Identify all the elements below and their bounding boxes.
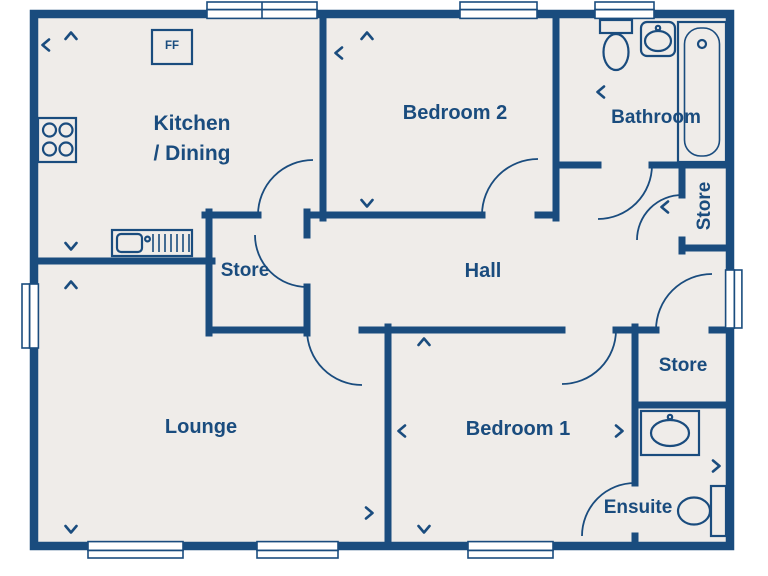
door-swing-arc <box>254 234 308 288</box>
chevron-up-icon <box>64 31 78 41</box>
fridge-freezer-label: FF <box>164 40 180 52</box>
chevron-up-icon <box>417 337 431 347</box>
room-label-bedroom-2: Bedroom 2 <box>402 102 508 124</box>
chevron-right-icon <box>364 506 374 520</box>
door-swing-arc <box>561 329 617 385</box>
window-icon <box>459 1 538 20</box>
chevron-left-icon <box>397 424 407 438</box>
chevron-down-icon <box>417 524 431 534</box>
interior-walls <box>30 10 734 550</box>
window-icon <box>724 269 743 329</box>
room-label-lounge: Lounge <box>164 416 238 438</box>
chevron-right-icon <box>614 424 624 438</box>
room-label-store-right: Store <box>658 355 708 376</box>
room-label-kitchen-dining: Kitchen / Dining <box>97 109 287 169</box>
ensuite-basin-icon <box>639 409 701 457</box>
window-icon <box>21 283 40 349</box>
fixtures <box>36 18 728 538</box>
door-swing-arc <box>581 482 636 537</box>
window-icon <box>256 540 339 559</box>
chevron-left-icon <box>41 38 51 52</box>
door-swing-arc <box>655 273 713 331</box>
toilet-icon <box>598 18 634 72</box>
chevron-left-icon <box>596 85 606 99</box>
window-icon <box>206 1 318 20</box>
ensuite-toilet-icon <box>676 484 728 538</box>
window-icon <box>467 540 554 559</box>
chevron-up-icon <box>64 280 78 290</box>
chevron-right-icon <box>711 459 721 473</box>
room-label-store-top: Store <box>694 181 715 231</box>
room-label-kitchen-line2: / Dining <box>153 142 231 165</box>
room-label-bedroom-1: Bedroom 1 <box>465 418 571 440</box>
chevron-down-icon <box>360 198 374 208</box>
door-swing-arc <box>306 329 363 386</box>
room-label-store-middle: Store <box>220 260 270 281</box>
door-swing-arc <box>257 159 314 216</box>
doors <box>254 158 713 537</box>
windows <box>21 1 743 559</box>
room-label-bathroom: Bathroom <box>611 107 701 128</box>
window-icon <box>87 540 184 559</box>
door-swing-arc <box>481 158 539 216</box>
room-label-kitchen-line1: Kitchen <box>153 112 231 135</box>
window-icon <box>594 1 655 20</box>
chevron-left-icon <box>334 46 344 60</box>
floor-area <box>34 14 730 546</box>
chevron-up-icon <box>360 31 374 41</box>
room-label-ensuite: Ensuite <box>603 497 673 518</box>
hob-icon <box>36 116 78 164</box>
chevron-down-icon <box>64 524 78 534</box>
dimension-chevrons <box>41 31 721 534</box>
fridge-freezer-icon <box>150 28 194 66</box>
chevron-left-icon <box>660 200 670 214</box>
door-swing-arc <box>597 164 653 220</box>
bath-icon <box>676 20 728 164</box>
room-label-hall: Hall <box>464 260 502 282</box>
chevron-down-icon <box>64 241 78 251</box>
kitchen-sink-icon <box>110 228 194 258</box>
door-swing-arc <box>636 194 683 241</box>
basin-icon <box>639 20 677 58</box>
